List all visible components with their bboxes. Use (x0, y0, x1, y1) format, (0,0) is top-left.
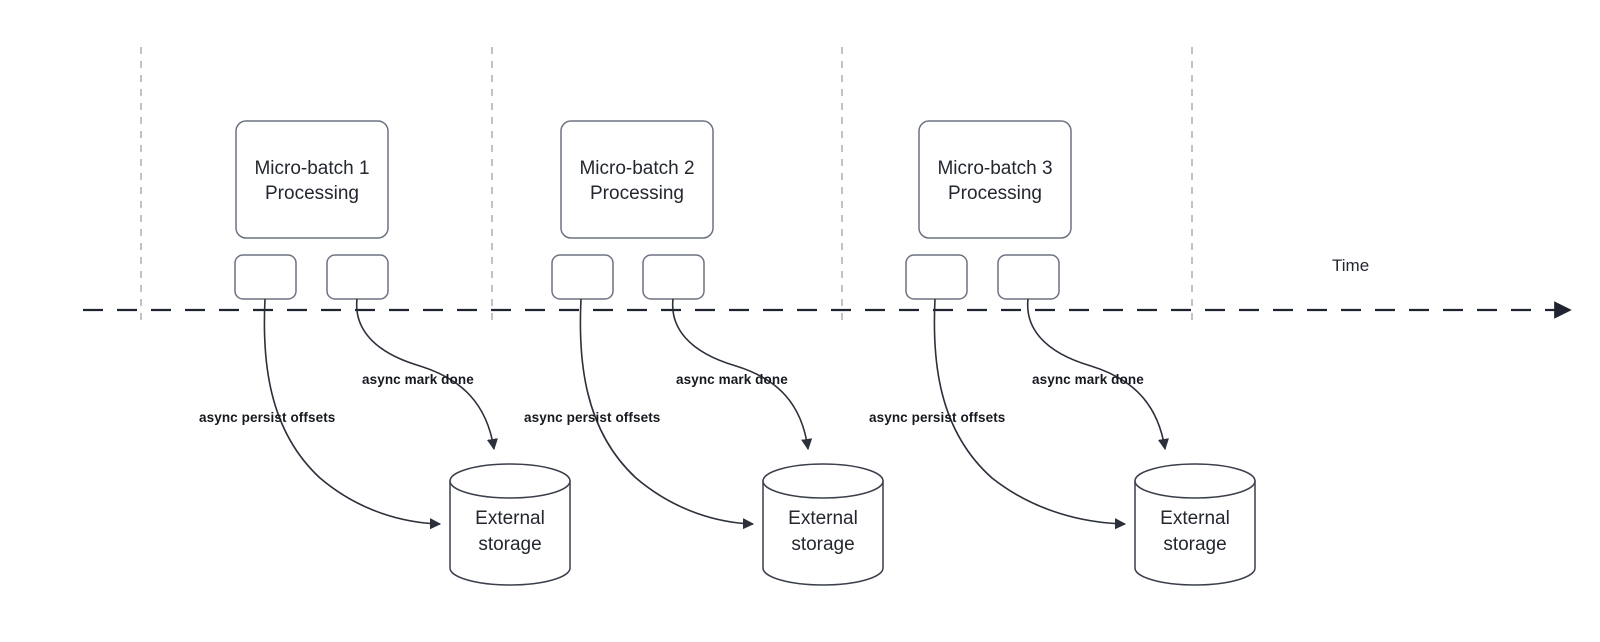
micro-batch-1-task-box-1[interactable] (234, 254, 297, 300)
micro-batch-2-task-box-2[interactable] (642, 254, 705, 300)
micro-batch-3-task-box-1[interactable] (905, 254, 968, 300)
micro-batch-3-label-line1: Micro-batch 3 (937, 158, 1053, 179)
micro-batch-3-label-line2: Processing (948, 183, 1042, 204)
external-storage-3[interactable] (1134, 463, 1256, 586)
async-mark-done-label-1: async mark done (362, 372, 474, 387)
micro-batch-2-label-line2: Processing (590, 183, 684, 204)
time-axis-label: Time (1332, 256, 1370, 275)
micro-batch-3-label: Micro-batch 3 Processing (919, 156, 1071, 206)
micro-batch-2-box[interactable] (560, 120, 714, 239)
micro-batch-2-label-line1: Micro-batch 2 (579, 158, 695, 179)
async-persist-offsets-label-2: async persist offsets (524, 410, 661, 425)
async-mark-done-label-3: async mark done (1032, 372, 1144, 387)
micro-batch-1-task-box-2[interactable] (326, 254, 389, 300)
async-persist-offsets-label-3: async persist offsets (869, 410, 1006, 425)
micro-batch-2-label: Micro-batch 2 Processing (561, 156, 713, 206)
micro-batch-1-label-line1: Micro-batch 1 (254, 158, 370, 179)
external-storage-3-label: External storage (1135, 506, 1255, 558)
async-mark-done-arrow-1 (355, 298, 498, 451)
guide-lines (140, 47, 1193, 322)
micro-batch-3-task-box-2[interactable] (997, 254, 1060, 300)
async-persist-offsets-label-1: async persist offsets (199, 410, 336, 425)
micro-batch-1-group (234, 120, 571, 586)
external-storage-2-line2: storage (791, 534, 855, 555)
async-persist-offsets-arrow-3 (933, 298, 1127, 530)
async-mark-done-label-2: async mark done (676, 372, 788, 387)
external-storage-2-line1: External (788, 508, 858, 529)
external-storage-2[interactable] (762, 463, 884, 586)
micro-batch-1-label-line2: Processing (265, 183, 359, 204)
async-mark-done-arrow-2 (671, 298, 813, 451)
external-storage-1-line2: storage (478, 534, 542, 555)
micro-batch-1-box[interactable] (235, 120, 389, 239)
external-storage-1[interactable] (449, 463, 571, 586)
external-storage-1-line1: External (475, 508, 545, 529)
async-persist-offsets-arrow-2 (579, 298, 755, 530)
async-mark-done-arrow-3 (1026, 298, 1169, 451)
async-persist-offsets-arrow-1 (263, 298, 442, 530)
external-storage-3-line1: External (1160, 508, 1230, 529)
external-storage-2-label: External storage (763, 506, 883, 558)
external-storage-1-label: External storage (450, 506, 570, 558)
micro-batch-3-group (905, 120, 1256, 586)
micro-batch-3-box[interactable] (918, 120, 1072, 239)
external-storage-3-line2: storage (1163, 534, 1227, 555)
micro-batch-2-group (551, 120, 884, 586)
micro-batch-1-label: Micro-batch 1 Processing (236, 156, 388, 206)
micro-batch-2-task-box-1[interactable] (551, 254, 614, 300)
